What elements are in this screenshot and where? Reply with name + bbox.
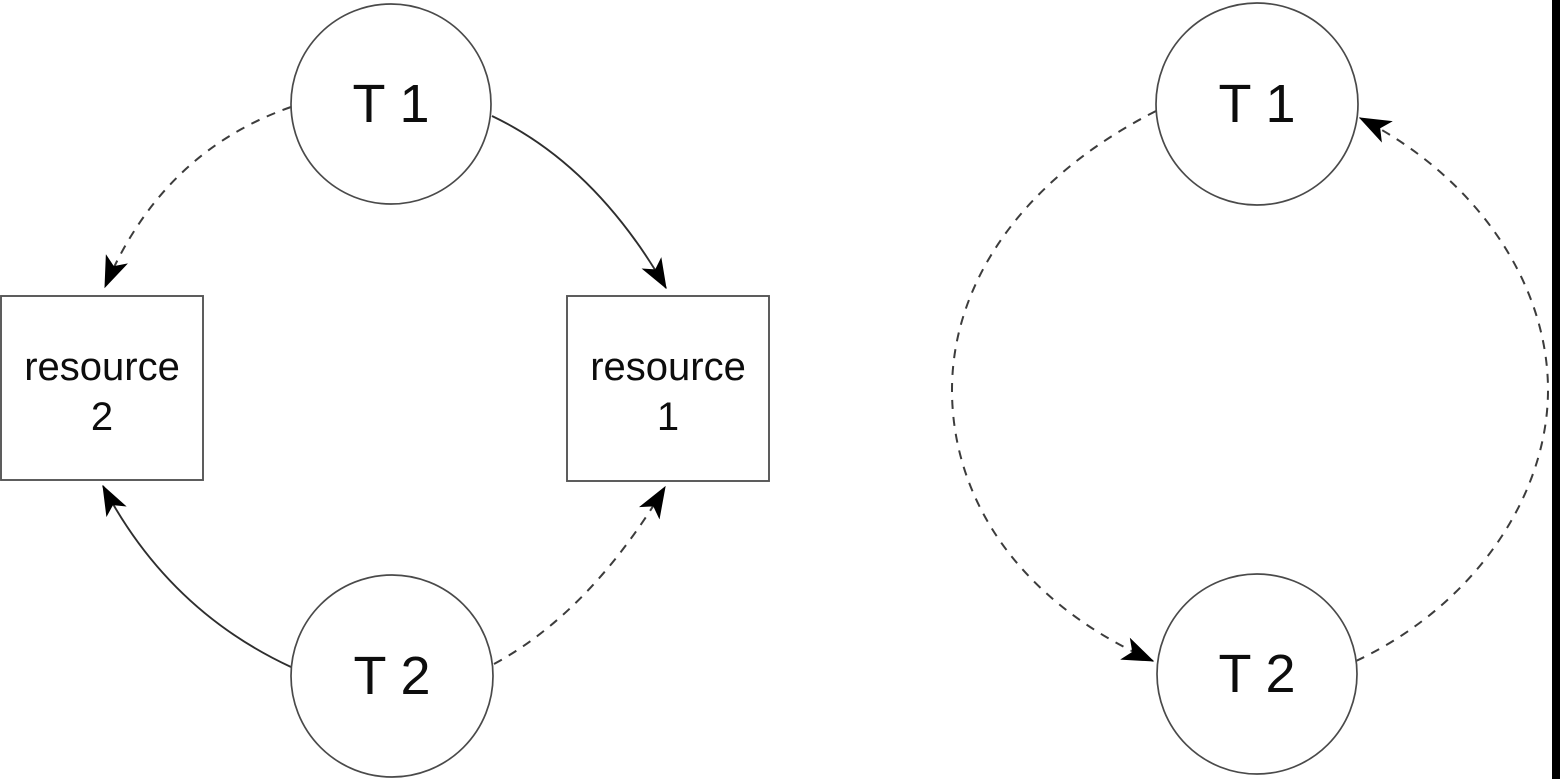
node-thread2-circle-right bbox=[1156, 573, 1358, 775]
node-resource2-box bbox=[0, 295, 204, 481]
node-resource2-label-line2: 2 bbox=[91, 395, 113, 439]
right-graph: T 1 T 2 bbox=[950, 2, 1550, 775]
edge-t2-to-resource2-solid bbox=[102, 484, 292, 668]
left-graph: T 1 T 2 resource 2 resource 1 bbox=[0, 3, 770, 778]
node-resource2-label-line1: resource bbox=[24, 345, 180, 389]
node-thread2-label: T 2 bbox=[353, 646, 430, 706]
edge-t1-to-resource2-dashed bbox=[104, 106, 292, 289]
node-thread1-label: T 1 bbox=[352, 74, 429, 134]
screen-right-edge-bar bbox=[1552, 0, 1560, 779]
edge-t1-to-resource1-solid bbox=[491, 115, 667, 290]
node-thread1-circle bbox=[290, 3, 492, 205]
node-resource1-label-line2: 1 bbox=[657, 395, 679, 439]
node-thread2-circle bbox=[290, 574, 494, 778]
edge-t2-to-t1-dashed bbox=[1355, 117, 1550, 662]
node-thread2-label-right: T 2 bbox=[1218, 644, 1295, 704]
node-resource1-box bbox=[566, 295, 770, 482]
node-thread1-label-right: T 1 bbox=[1218, 74, 1295, 134]
edge-t2-to-resource1-dashed bbox=[493, 485, 666, 665]
edge-t1-to-t2-dashed bbox=[950, 110, 1157, 662]
node-thread1-circle-right bbox=[1155, 2, 1359, 206]
node-resource1-label-line1: resource bbox=[590, 345, 746, 389]
